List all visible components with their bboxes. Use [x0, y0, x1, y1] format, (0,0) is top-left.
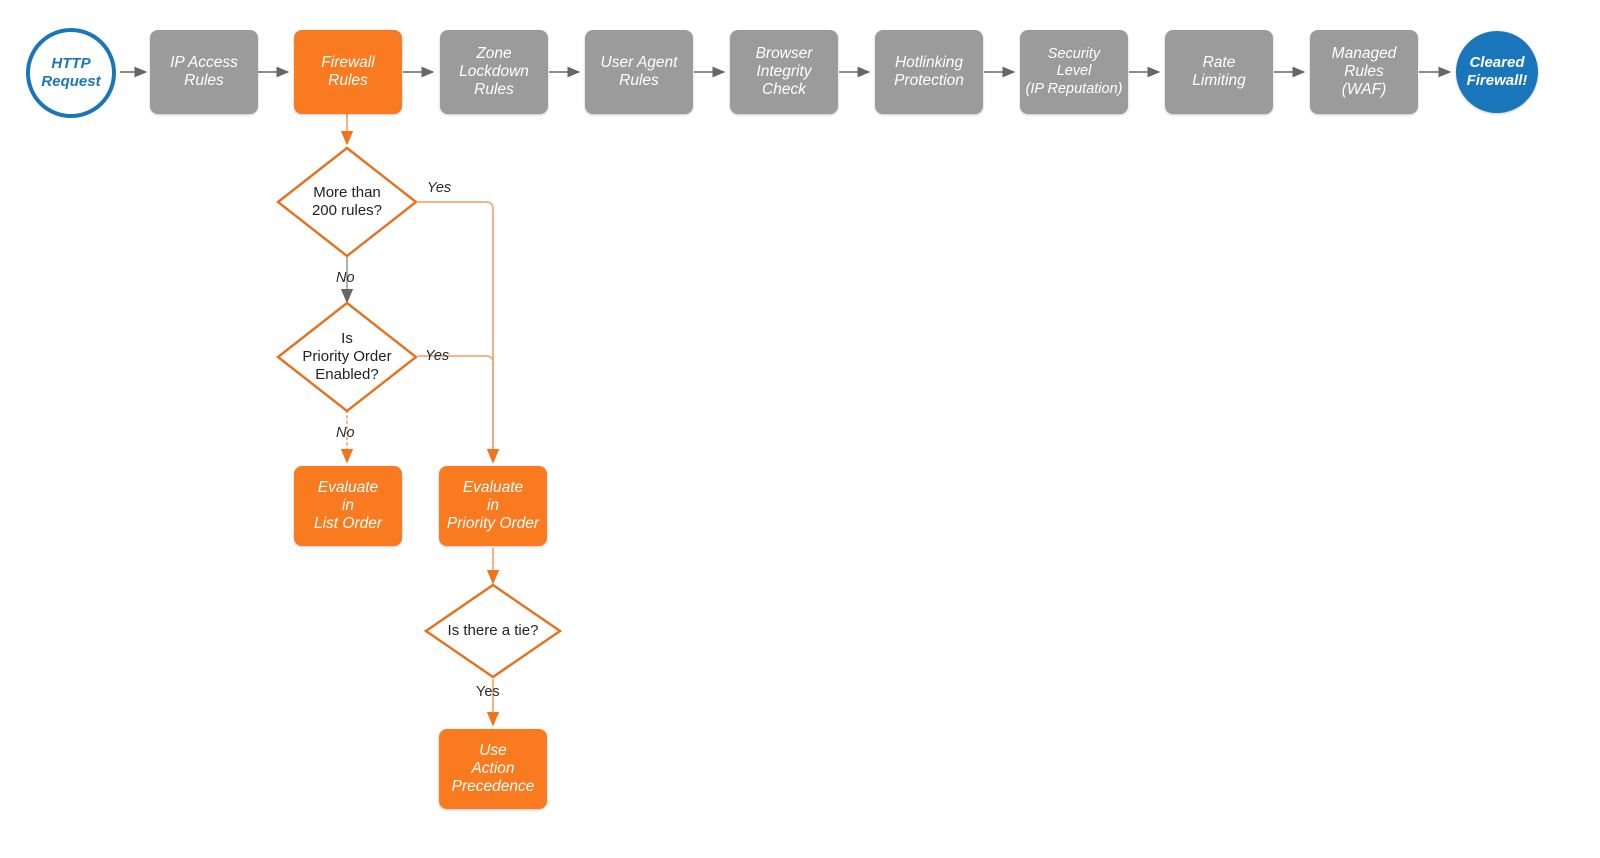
node-http-request[interactable]: HTTP Request [26, 28, 116, 118]
diamond-shape-is-there-a-tie [424, 583, 562, 679]
edge-label-more-than-200-yes: Yes [427, 180, 452, 196]
node-more-than-200-rules[interactable]: More than 200 rules? [276, 146, 418, 258]
node-user-agent-rules[interactable]: User Agent Rules [585, 30, 693, 114]
node-is-priority-order-enabled-label: Is Priority Order Enabled? [302, 329, 392, 384]
edge-label-priority-order-yes: Yes [425, 348, 450, 364]
edge-label-tie-yes: Yes [476, 684, 500, 700]
diamond-shape-more-than-200-rules [276, 146, 418, 258]
node-rate-limiting-label: Rate Limiting [1192, 53, 1246, 89]
node-user-agent-rules-label: User Agent Rules [600, 53, 678, 89]
node-hotlinking-protection-label: Hotlinking Protection [894, 53, 964, 89]
node-managed-rules-waf[interactable]: Managed Rules (WAF) [1310, 30, 1418, 114]
node-more-than-200-rules-label: More than 200 rules? [311, 183, 383, 219]
node-security-level-label: Security Level (IP Reputation) [1025, 46, 1123, 97]
node-cleared-firewall-label: Cleared Firewall! [1466, 54, 1528, 89]
node-zone-lockdown-rules[interactable]: Zone Lockdown Rules [440, 30, 548, 114]
node-ip-access-rules[interactable]: IP Access Rules [150, 30, 258, 114]
node-zone-lockdown-rules-label: Zone Lockdown Rules [459, 44, 529, 99]
node-firewall-rules[interactable]: Firewall Rules [294, 30, 402, 114]
node-use-action-precedence-label: Use Action Precedence [451, 741, 535, 796]
node-is-priority-order-enabled[interactable]: Is Priority Order Enabled? [276, 301, 418, 413]
node-evaluate-in-list-order-label: Evaluate in List Order [313, 478, 383, 533]
node-security-level[interactable]: Security Level (IP Reputation) [1020, 30, 1128, 114]
node-browser-integrity-check[interactable]: Browser Integrity Check [730, 30, 838, 114]
node-ip-access-rules-label: IP Access Rules [170, 53, 238, 89]
node-rate-limiting[interactable]: Rate Limiting [1165, 30, 1273, 114]
diamond-shape-is-priority-order-enabled [276, 301, 418, 413]
edge-label-priority-order-no: No [336, 425, 355, 441]
node-is-there-a-tie[interactable]: Is there a tie? [424, 583, 562, 679]
node-use-action-precedence[interactable]: Use Action Precedence [439, 729, 547, 809]
node-cleared-firewall[interactable]: Cleared Firewall! [1456, 31, 1538, 113]
node-hotlinking-protection[interactable]: Hotlinking Protection [875, 30, 983, 114]
node-managed-rules-waf-label: Managed Rules (WAF) [1331, 44, 1397, 99]
node-evaluate-in-priority-order[interactable]: Evaluate in Priority Order [439, 466, 547, 546]
node-evaluate-in-priority-order-label: Evaluate in Priority Order [446, 478, 540, 533]
edge-label-more-than-200-no: No [336, 270, 355, 286]
node-is-there-a-tie-label: Is there a tie? [447, 621, 539, 639]
node-browser-integrity-check-label: Browser Integrity Check [755, 44, 813, 99]
node-firewall-rules-label: Firewall Rules [321, 53, 375, 89]
edge-more200-yes-to-priorityorderbox [418, 201, 500, 464]
node-evaluate-in-list-order[interactable]: Evaluate in List Order [294, 466, 402, 546]
node-http-request-label: HTTP Request [41, 55, 101, 90]
edge-priorityorder-yes-to-priorityorderbox [418, 355, 500, 464]
